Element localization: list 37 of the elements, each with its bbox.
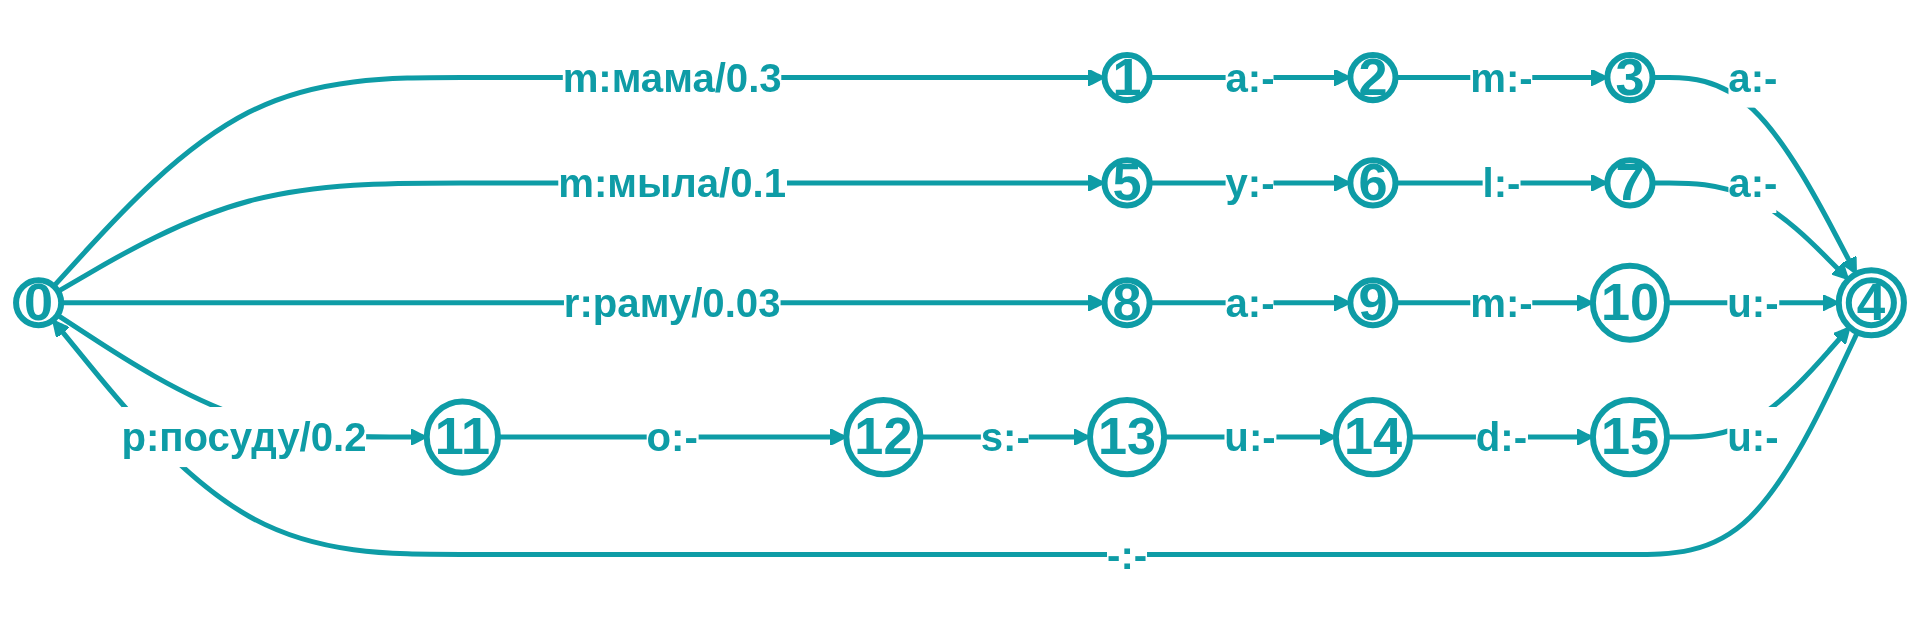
edge-label: p:посуду/0.2 bbox=[121, 415, 367, 460]
edge-label: d:- bbox=[1475, 415, 1528, 460]
edge-label: u:- bbox=[1727, 280, 1779, 325]
edge-label: a:- bbox=[1728, 55, 1778, 100]
arrow bbox=[52, 319, 1860, 557]
node-circle: 12 bbox=[843, 397, 924, 478]
edge-label: u:- bbox=[1224, 415, 1276, 460]
node-circle: 13 bbox=[1087, 397, 1168, 478]
node-circle: 14 bbox=[1332, 397, 1413, 478]
node-circle: 7 bbox=[1604, 157, 1656, 209]
edge-label: m:- bbox=[1470, 280, 1533, 325]
node-circle: 10 bbox=[1589, 262, 1671, 343]
edge-label: a:- bbox=[1728, 160, 1778, 205]
node-circle: 1 bbox=[1101, 52, 1153, 104]
edge-label: a:- bbox=[1225, 280, 1275, 325]
edge-label: s:- bbox=[980, 415, 1030, 460]
node-circle: 3 bbox=[1604, 52, 1656, 104]
edge-label: o:- bbox=[646, 415, 698, 460]
node-circle: 0 bbox=[13, 277, 65, 329]
edge-label: m:мыла/0.1 bbox=[558, 160, 787, 205]
edge-label: -:- bbox=[1107, 532, 1148, 577]
edge-label: y:- bbox=[1225, 160, 1275, 205]
node-circle: 4 bbox=[1835, 267, 1907, 339]
node-circle: 11 bbox=[423, 398, 501, 476]
edge-label: m:- bbox=[1470, 55, 1533, 100]
node-circle: 8 bbox=[1101, 277, 1153, 329]
edge-label: l:- bbox=[1482, 160, 1521, 205]
edge-label: m:мама/0.3 bbox=[562, 55, 782, 100]
node-circle: 5 bbox=[1101, 157, 1153, 209]
edge-label: a:- bbox=[1225, 55, 1275, 100]
node-circle: 2 bbox=[1347, 52, 1399, 104]
node-circle: 15 bbox=[1589, 397, 1671, 478]
edge-label: u:- bbox=[1727, 415, 1779, 460]
arrow bbox=[1652, 75, 1857, 275]
node-circle: 9 bbox=[1347, 277, 1399, 329]
node-circle: 6 bbox=[1347, 157, 1399, 209]
edge-label: r:раму/0.03 bbox=[563, 280, 781, 325]
